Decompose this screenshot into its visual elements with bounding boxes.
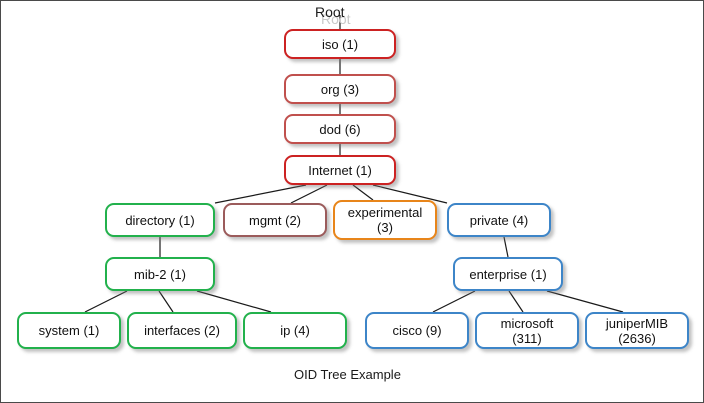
node-label-enterprise: enterprise (1) [469, 266, 547, 282]
edge-enterprise-to-microsoft [508, 290, 524, 313]
node-interfaces[interactable]: interfaces (2) [127, 312, 237, 349]
node-label-directory: directory (1) [125, 212, 195, 228]
node-label-dod: dod (6) [319, 121, 361, 137]
edge-private-to-enterprise [503, 236, 509, 258]
node-dod[interactable]: dod (6) [284, 114, 396, 144]
node-internet[interactable]: Internet (1) [284, 155, 396, 185]
edge-mib2-to-system [84, 290, 128, 313]
edge-enterprise-to-junipermib [546, 290, 624, 313]
node-mgmt[interactable]: mgmt (2) [223, 203, 327, 237]
node-label-system: system (1) [38, 323, 100, 338]
node-system[interactable]: system (1) [17, 312, 121, 349]
node-label-cisco: cisco (9) [392, 323, 442, 338]
node-ip[interactable]: ip (4) [243, 312, 347, 349]
node-directory[interactable]: directory (1) [105, 203, 215, 237]
node-cisco[interactable]: cisco (9) [365, 312, 469, 349]
node-label-iso: iso (1) [321, 36, 359, 52]
node-label-interfaces: interfaces (2) [144, 323, 220, 338]
root-label: Root [315, 4, 345, 20]
node-label-experimental: experimental (3) [347, 205, 423, 235]
node-enterprise[interactable]: enterprise (1) [453, 257, 563, 291]
node-junipermib[interactable]: juniperMIB (2636) [585, 312, 689, 349]
node-private[interactable]: private (4) [447, 203, 551, 237]
node-label-mgmt: mgmt (2) [249, 212, 301, 228]
node-label-mib2: mib-2 (1) [133, 266, 186, 282]
node-microsoft[interactable]: microsoft (311) [475, 312, 579, 349]
edge-internet-to-mgmt [290, 184, 328, 204]
node-label-microsoft: microsoft (311) [500, 315, 554, 346]
node-org[interactable]: org (3) [284, 74, 396, 104]
edge-mib2-to-interfaces [158, 290, 174, 313]
node-label-private: private (4) [469, 212, 529, 228]
node-label-org: org (3) [320, 81, 360, 97]
node-label-junipermib: juniperMIB (2636) [605, 315, 669, 346]
edge-mib2-to-ip [196, 290, 272, 313]
node-label-ip: ip (4) [280, 323, 310, 338]
root-label-shadow: Root [321, 11, 351, 27]
node-experimental[interactable]: experimental (3) [333, 200, 437, 240]
diagram-caption: OID Tree Example [294, 367, 401, 382]
node-iso[interactable]: iso (1) [284, 29, 396, 59]
edge-internet-to-directory [214, 184, 307, 204]
node-label-internet: Internet (1) [308, 162, 372, 178]
edge-internet-to-experimental [352, 184, 374, 201]
node-mib2[interactable]: mib-2 (1) [105, 257, 215, 291]
edge-enterprise-to-cisco [432, 290, 476, 313]
